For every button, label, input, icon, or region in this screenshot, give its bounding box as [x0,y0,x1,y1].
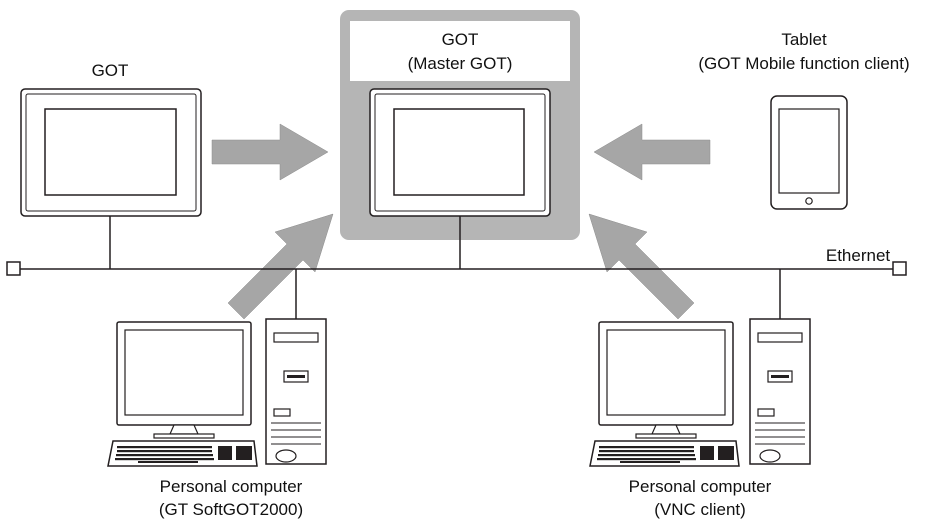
pc-right-monitor-screen [606,329,726,416]
pc-left-floppy-slot [287,375,305,378]
got-left-group: GOT [20,61,202,217]
master-got-bezel-inner [374,93,546,212]
got-left-label: GOT [92,61,129,80]
got-left-screen [44,108,177,196]
pc-right-vents [755,422,805,445]
pc-left-monitor-stand [169,424,199,435]
tablet-screen [778,108,840,194]
master-got-group: GOT (Master GOT) [340,10,580,240]
master-got-title: GOT [442,30,479,49]
arrow-tablet-to-master [593,123,711,181]
tablet-group: Tablet (GOT Mobile function client) [698,30,910,210]
arrow-softgot-pc-to-master [227,213,334,320]
arrows [211,123,711,320]
pc-right-keyboard-keys [597,446,734,463]
tablet-sublabel: (GOT Mobile function client) [698,54,909,73]
ethernet-terminator-left [6,261,21,276]
pc-left-optical-drive [273,332,319,343]
pc-left-mouse [275,449,297,463]
pc-left-label: Personal computer [160,477,303,496]
pc-right-sublabel: (VNC client) [654,500,746,519]
ethernet-terminator-right [892,261,907,276]
master-got-subtitle: (Master GOT) [408,54,513,73]
arrow-got-to-master [211,123,329,181]
master-got-device [369,88,551,217]
pc-right-monitor-stand [651,424,681,435]
ethernet-bus [6,216,907,319]
pc-left-monitor-screen [124,329,244,416]
pc-left-group [107,318,327,467]
pc-right-label: Personal computer [629,477,772,496]
pc-left-vents [271,422,321,445]
pc-left-sublabel: (GT SoftGOT2000) [159,500,303,519]
arrow-vnc-pc-to-master [588,213,695,320]
pc-right-group [589,318,811,467]
ethernet-label: Ethernet [826,246,891,265]
pc-left-monitor-base [153,433,215,439]
pc-left-tower [265,318,327,465]
pc-left-power-panel [273,408,291,417]
pc-right-optical-drive [757,332,803,343]
pc-left-keyboard-keys [115,446,252,463]
master-got-label-box [350,21,570,81]
pc-right-floppy-slot [771,375,789,378]
pc-right-monitor-base [635,433,697,439]
got-left-bezel-inner [25,93,197,212]
pc-right-power-panel [757,408,775,417]
master-got-screen [393,108,525,196]
pc-right-mouse [759,449,781,463]
tablet-label: Tablet [781,30,827,49]
tablet-home-button [805,197,813,205]
pc-right-tower [749,318,811,465]
